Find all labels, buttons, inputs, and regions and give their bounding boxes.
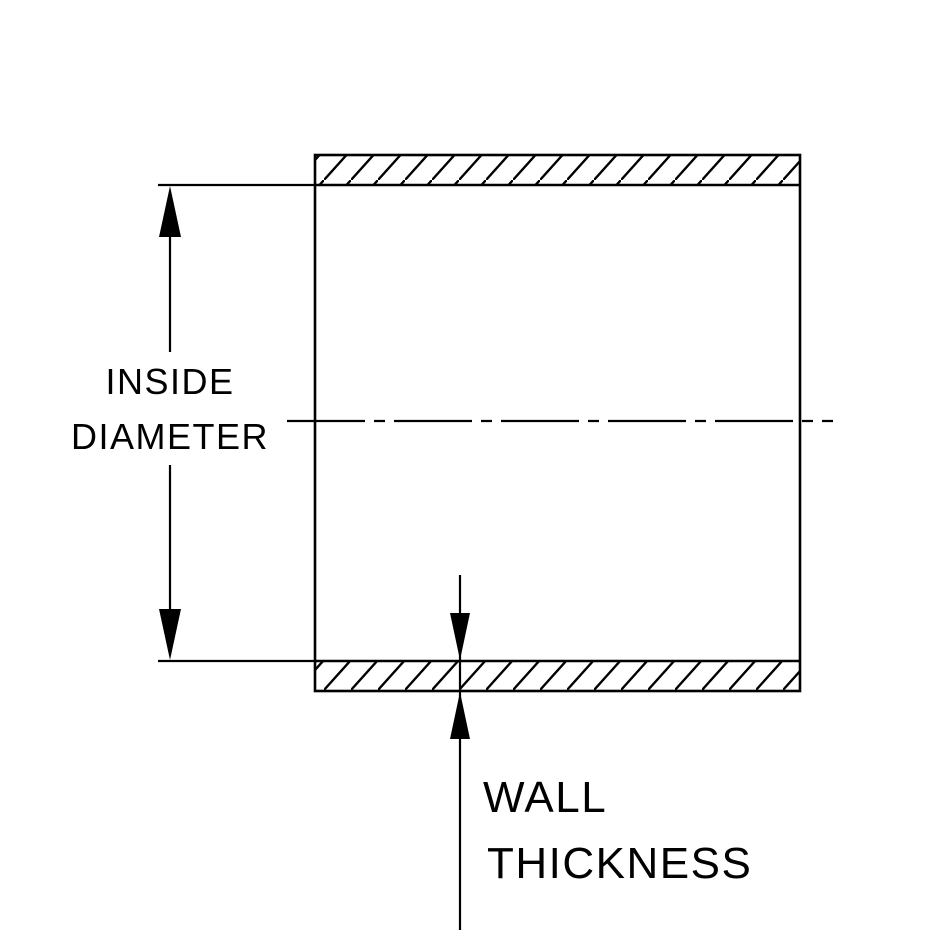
inside-diameter-label-line2: DIAMETER — [71, 416, 269, 457]
arrowhead-up — [159, 186, 181, 237]
wall-thickness-label-line2: THICKNESS — [487, 839, 752, 888]
wall-thickness-label-line1: WALL — [483, 773, 607, 822]
tube-outline — [313, 153, 802, 693]
bottom-wall — [315, 659, 800, 691]
arrowhead-down-to-wall — [450, 613, 470, 660]
inside-diameter-label-line1: INSIDE — [105, 361, 234, 402]
bottom-wall-hatch — [315, 661, 800, 691]
top-wall — [315, 155, 800, 187]
inside-diameter-dimension: INSIDE DIAMETER — [71, 183, 315, 663]
wall-thickness-dimension: WALL THICKNESS — [450, 575, 752, 930]
arrowhead-down — [159, 609, 181, 660]
top-wall-hatch — [315, 155, 800, 185]
arrowhead-up-to-wall — [450, 692, 470, 739]
